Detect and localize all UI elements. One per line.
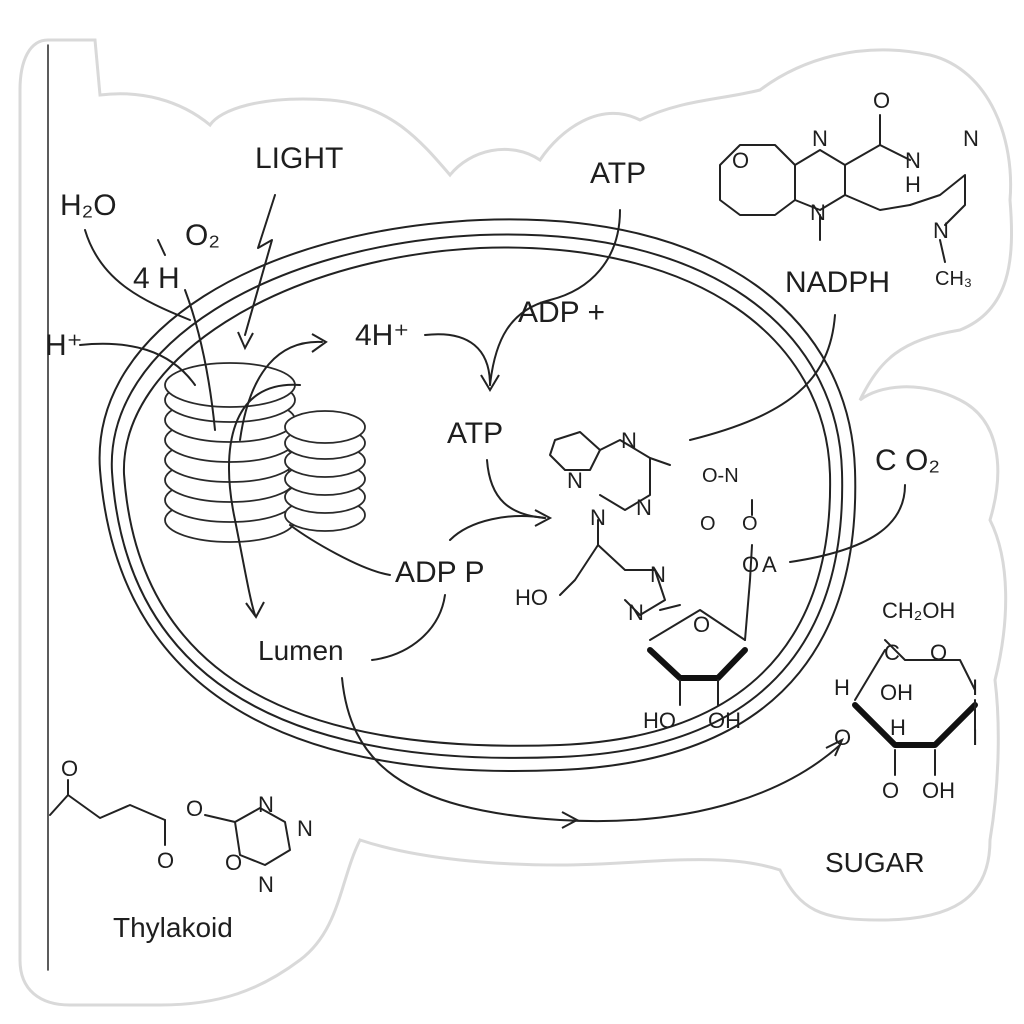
sugar-atom: I — [972, 675, 978, 700]
label-thylakoid: Thylakoid — [113, 912, 233, 943]
center-atom: N — [621, 428, 637, 453]
center-atom: O — [742, 513, 758, 535]
label-atp-top: ATP — [590, 157, 646, 190]
center-atom: N — [650, 562, 666, 587]
center-atom: O-N — [702, 465, 739, 487]
thylakoid-atom: O — [61, 756, 78, 781]
thylakoid-atom: O — [157, 848, 174, 873]
nadph-atom: N — [963, 126, 979, 151]
label-co2: C O₂ — [875, 444, 940, 477]
center-atom: N — [590, 505, 606, 530]
nadph-atom: H — [905, 172, 921, 197]
sugar-atom: OH — [922, 778, 955, 803]
center-atom: A — [762, 552, 777, 577]
label-light: LIGHT — [255, 142, 343, 175]
center-atom: N — [567, 468, 583, 493]
nadph-atom: N — [810, 200, 826, 225]
label-four-h-plus: 4H⁺ — [355, 319, 409, 352]
label-sugar: SUGAR — [825, 847, 925, 878]
label-adp-plus: ADP + — [518, 296, 605, 329]
center-atom: O — [742, 552, 759, 577]
nadph-atom: N — [905, 148, 921, 173]
center-atom: N — [628, 600, 644, 625]
center-atom: O — [700, 513, 716, 535]
label-lumen: Lumen — [258, 635, 344, 666]
label-oxygen: O₂ — [185, 219, 220, 252]
nadph-atom: N — [812, 126, 828, 151]
sugar-atom: H — [890, 715, 906, 740]
nadph-atom: O — [732, 148, 749, 173]
label-nadph: NADPH — [785, 266, 890, 299]
label-four-h: 4 H — [133, 262, 180, 295]
label-h-plus: H⁺ — [45, 329, 83, 362]
sugar-atom: H — [834, 675, 850, 700]
sugar-molecule: CH₂OH C O H OH H O I O OH I — [834, 598, 978, 803]
label-atp-mid: ATP — [447, 417, 503, 450]
thylakoid-atom: N — [258, 872, 274, 897]
center-atom: HO — [515, 585, 548, 610]
grana-stack-large — [164, 362, 296, 543]
sugar-atom: O — [834, 725, 851, 750]
center-atom: HO — [643, 708, 676, 733]
nadph-molecule: O N O N N H N N CH₃ — [719, 88, 979, 290]
nadph-atom: O — [873, 88, 890, 113]
nadph-atom: N — [933, 218, 949, 243]
sugar-atom: OH — [880, 680, 913, 705]
flow-arrows — [79, 209, 906, 829]
thylakoid-atom: O — [225, 850, 242, 875]
sugar-atom: I — [972, 725, 978, 750]
thylakoid-atom: N — [297, 816, 313, 841]
grana-stack-small — [284, 410, 366, 532]
thylakoid-molecule: O O N N O O N — [49, 756, 313, 897]
lightning-arrowhead — [237, 331, 254, 351]
center-atom: OH — [708, 708, 741, 733]
sugar-atom: CH₂OH — [882, 598, 955, 623]
label-adp-p: ADP P — [395, 556, 485, 589]
lightning-bolt-icon — [244, 194, 276, 336]
thylakoid-atom: O — [186, 796, 203, 821]
sugar-atom: O — [882, 778, 899, 803]
chloroplast-membrane — [98, 218, 857, 773]
atp-molecule: N N N N O-N O O HO O A N N O HO OH — [515, 428, 777, 733]
sugar-atom: C — [884, 640, 900, 665]
sugar-atom: O — [930, 640, 947, 665]
center-atom: O — [693, 612, 710, 637]
center-atom: N — [636, 495, 652, 520]
label-water: H₂O — [60, 189, 117, 222]
thylakoid-atom: N — [258, 792, 274, 817]
nadph-atom: CH₃ — [935, 268, 972, 290]
